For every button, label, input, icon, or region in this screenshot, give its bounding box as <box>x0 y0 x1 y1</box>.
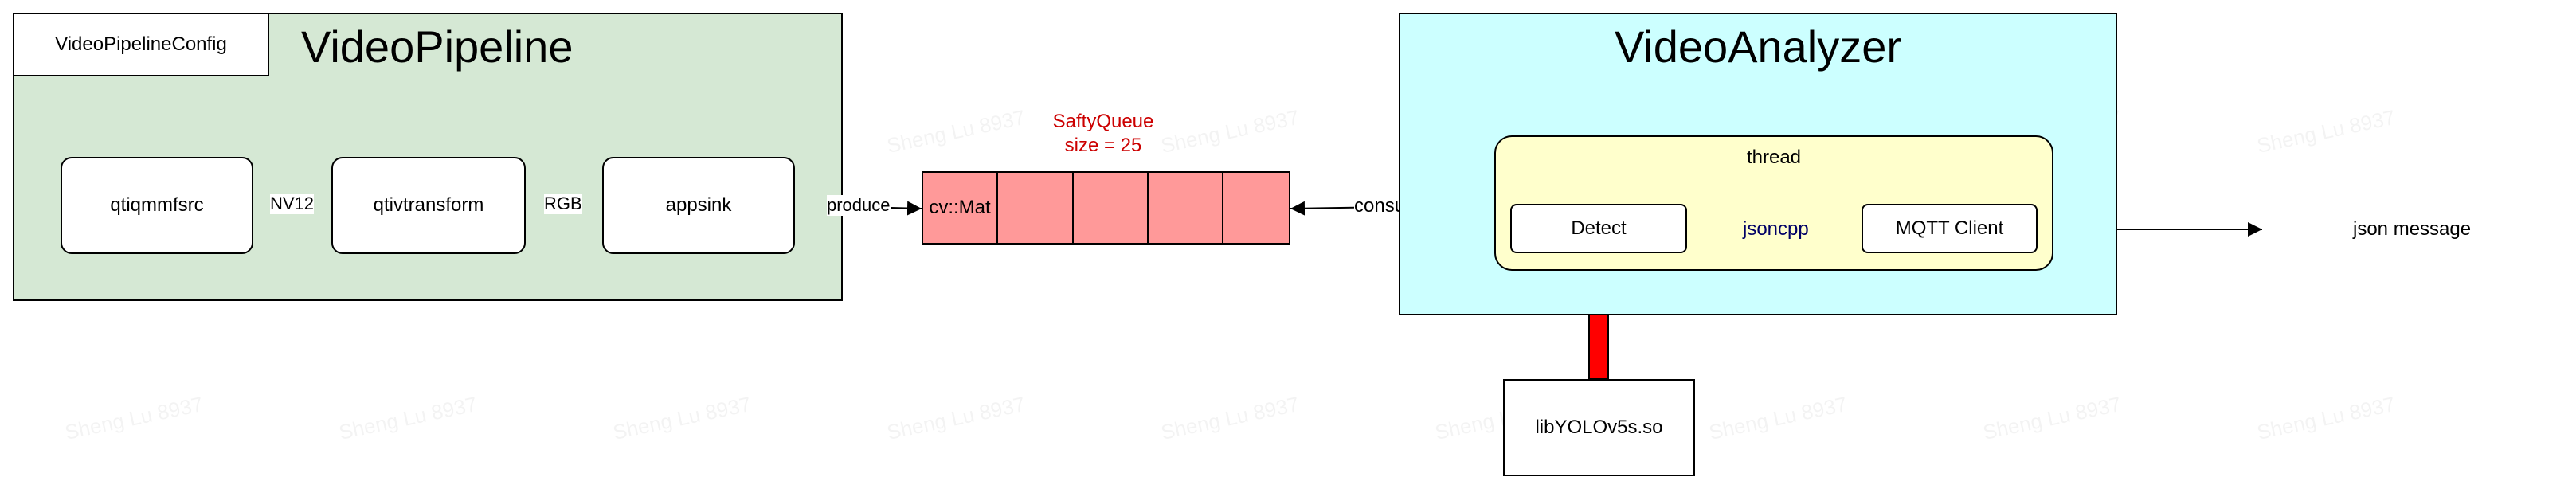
node-qtivtransform: qtivtransform <box>331 157 526 254</box>
queue-cell-mat: cv::Mat <box>923 173 998 243</box>
queue-cell <box>1149 173 1223 243</box>
node-mqtt-client: MQTT Client <box>1862 204 2038 253</box>
json-message-label: json message <box>2353 218 2472 240</box>
video-pipeline-config-label: VideoPipelineConfig <box>55 33 227 55</box>
queue-size: size = 25 <box>1064 135 1142 156</box>
edge-label-nv12: NV12 <box>270 194 315 214</box>
queue-name: SaftyQueue <box>1052 111 1154 132</box>
queue-title: SaftyQueue size = 25 <box>1028 110 1179 158</box>
video-analyzer-title: VideoAnalyzer <box>1614 22 1902 72</box>
thread-label: thread <box>1746 147 1802 168</box>
edge-label-produce: produce <box>827 195 891 216</box>
queue-cell <box>998 173 1074 243</box>
queue-cell <box>1223 173 1289 243</box>
library-label: libYOLOv5s.so <box>1535 417 1663 438</box>
node-qtiqmmfsrc: qtiqmmfsrc <box>61 157 253 254</box>
edge-label-jsoncpp: jsoncpp <box>1743 218 1809 241</box>
node-detect: Detect <box>1510 204 1687 253</box>
queue-cell <box>1074 173 1149 243</box>
library-box: libYOLOv5s.so <box>1503 379 1695 476</box>
node-appsink: appsink <box>602 157 795 254</box>
video-pipeline-config-box: VideoPipelineConfig <box>13 13 269 76</box>
safety-queue: cv::Mat <box>922 171 1290 244</box>
video-pipeline-title: VideoPipeline <box>301 22 574 72</box>
edge-label-rgb: RGB <box>544 194 582 214</box>
